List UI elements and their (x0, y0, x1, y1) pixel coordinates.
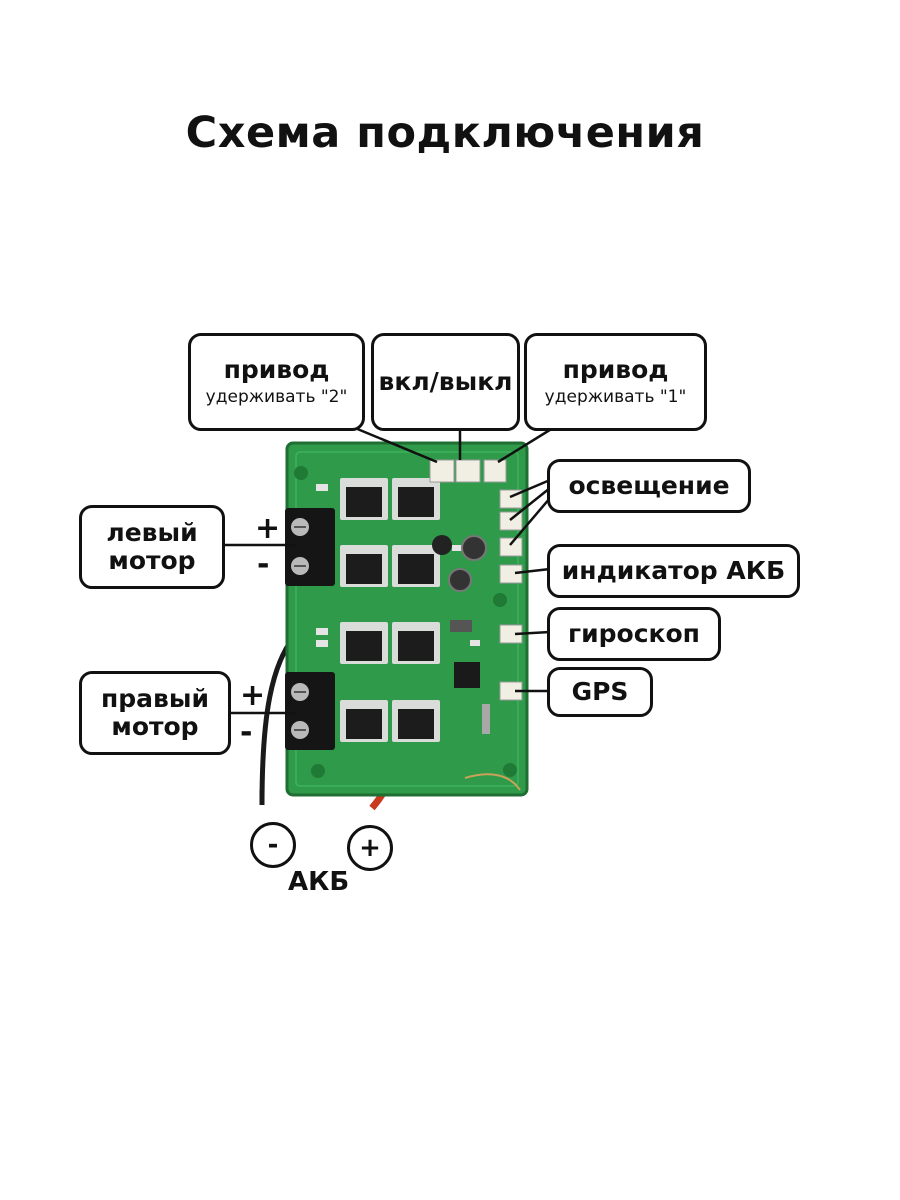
side-connectors (499, 489, 523, 701)
callout-lighting: освещение (547, 459, 751, 513)
callout-left-motor: левый мотор (79, 505, 225, 589)
callout-drive-hold-2: привод удерживать "2" (188, 333, 365, 431)
gyroscope-label: гироскоп (568, 619, 700, 648)
callout-power-switch: вкл/выкл (371, 333, 520, 431)
callout-right-motor: правый мотор (79, 671, 231, 755)
power-switch-label: вкл/выкл (378, 367, 513, 396)
top-connectors (429, 459, 507, 483)
callout-battery-indicator: индикатор АКБ (547, 544, 800, 598)
hold-1-label: удерживать "1" (544, 387, 687, 408)
battery-indicator-label: индикатор АКБ (561, 556, 786, 585)
lighting-label: освещение (568, 471, 730, 500)
hold-2-label: удерживать "2" (205, 387, 348, 408)
right-motor-minus: - (240, 715, 253, 750)
battery-plus-terminal: + (347, 825, 393, 871)
drive-1-label: привод (562, 355, 669, 385)
left-motor-minus: - (257, 547, 270, 582)
page-title: Схема подключения (185, 108, 705, 158)
drive-2-label: привод (223, 355, 330, 385)
callout-gps: GPS (547, 667, 653, 717)
callout-lines (221, 426, 554, 715)
pcb-board (285, 441, 529, 797)
gps-label: GPS (571, 677, 629, 706)
left-motor-label: левый мотор (106, 518, 198, 575)
right-motor-plus: + (240, 678, 266, 713)
right-motor-label: правый мотор (101, 684, 209, 741)
left-motor-plus: + (255, 511, 281, 546)
left-motor-terminal (285, 508, 335, 586)
battery-label: АКБ (288, 867, 350, 897)
callout-gyroscope: гироскоп (547, 607, 721, 661)
battery-minus-terminal: - (250, 822, 296, 868)
callout-drive-hold-1: привод удерживать "1" (524, 333, 707, 431)
right-motor-terminal (285, 672, 335, 750)
